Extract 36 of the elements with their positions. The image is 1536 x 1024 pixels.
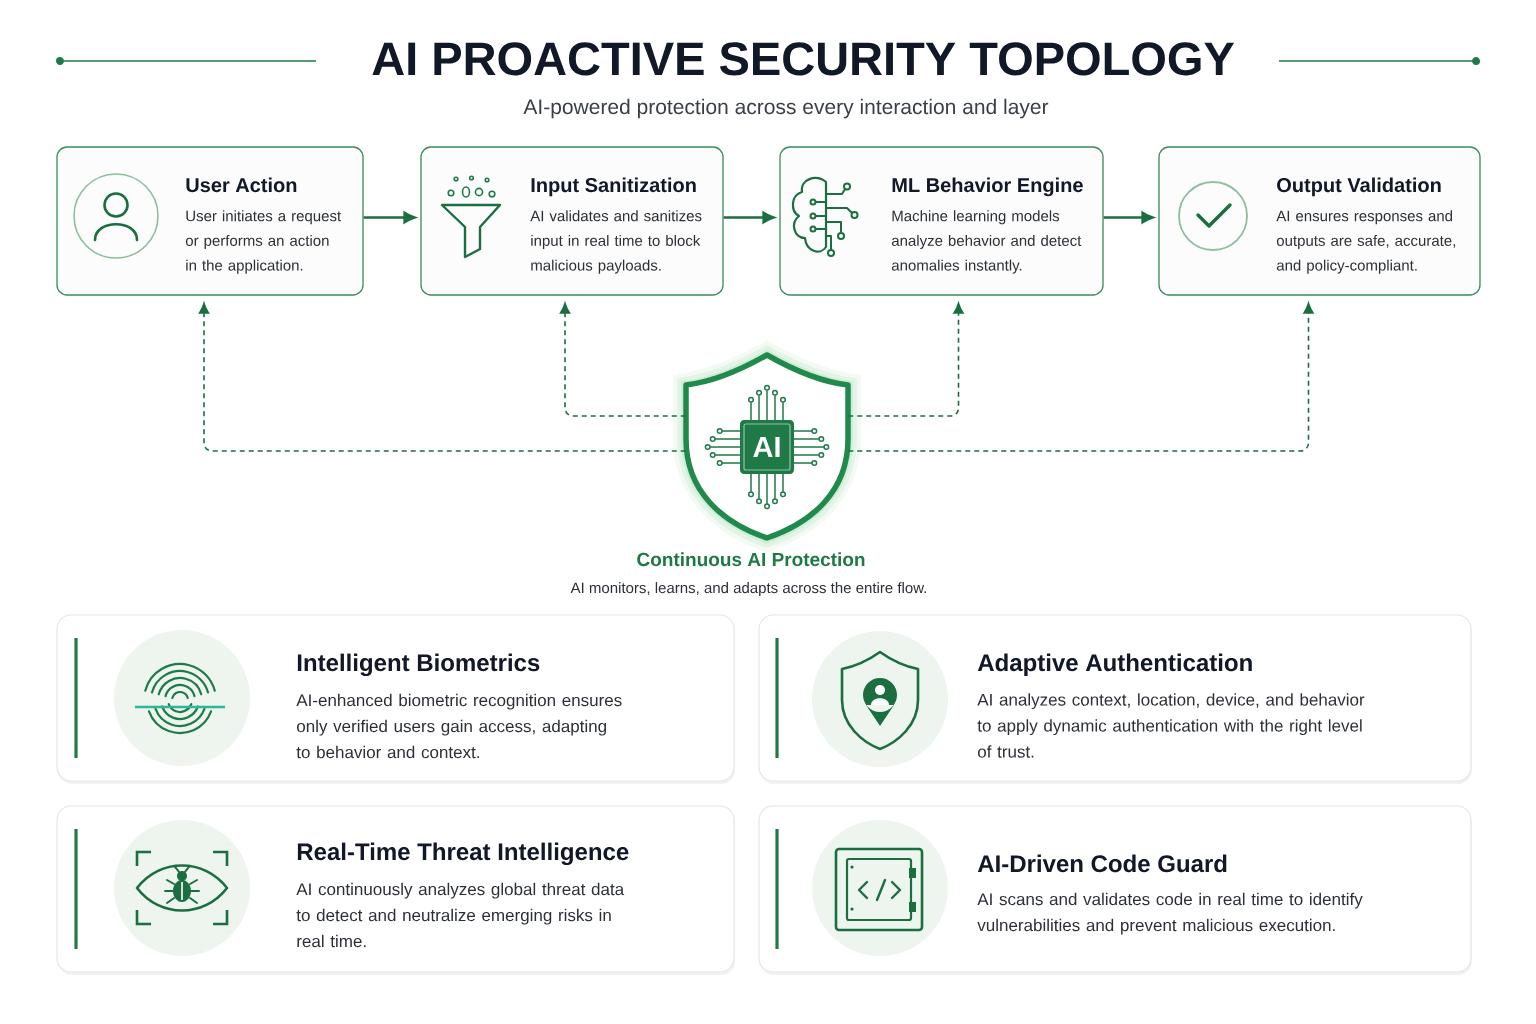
caption-title: Continuous AI Protection [637,552,865,567]
process-box [420,146,724,296]
card-text: AI analyzes context, location, device, and behavior to apply dynamic authentication with the right level of trust. [977,693,1365,758]
card-title: AI-Driven Code Guard [977,854,1227,873]
dashed-arrow [559,302,687,417]
box-text: AI validates and sanitizes input in real time to block malicious payloads. [530,210,702,274]
card-text: AI continuously analyzes global threat data to detect and neutralize emerging risks in real time. [296,882,625,948]
box-text: AI ensures responses and outputs are safe, accurate, and policy-compliant. [1276,210,1455,274]
process-box [1158,146,1481,296]
feature-card [56,614,735,784]
arrow [363,211,416,224]
process-box [56,146,364,296]
box-text: User initiates a request or performs an action in the application. [185,210,342,274]
box-text: Machine learning models analyze behavior and detect anomalies instantly. [891,210,1082,274]
card-title: Adaptive Authentication [977,653,1252,676]
box-title: ML Behavior Engine [892,177,1083,197]
card-title: Real-Time Threat Intelligence [297,842,629,866]
shield-chip-illustration: AI [673,340,861,553]
dashed-arrow [198,302,687,452]
box-title: Input Sanitization [531,177,696,197]
title: AI PROACTIVE SECURITY TOPOLOGY [372,42,1235,76]
arrow [723,211,775,224]
feature-card [56,805,735,975]
card-text: AI scans and validates code in real time to identify vulnerabilities and prevent malicious execution. [977,892,1363,935]
box-title: Output Validation [1277,177,1441,197]
card-text: AI-enhanced biometric recognition ensures only verified users gain access, adapting to behavior and context. [296,693,622,759]
card-title: Intelligent Biometrics [297,653,540,677]
box-title: User Action [186,177,297,193]
subtitle: AI-powered protection across every interaction and layer [523,98,1049,119]
caption-text: AI monitors, learns, and adapts across the entire flow. [570,582,927,597]
feature-card [758,614,1472,784]
dashed-arrow [847,302,1314,452]
dashed-arrow [847,302,964,417]
arrow [1103,211,1154,224]
feature-card [758,805,1472,975]
process-box [779,146,1104,296]
